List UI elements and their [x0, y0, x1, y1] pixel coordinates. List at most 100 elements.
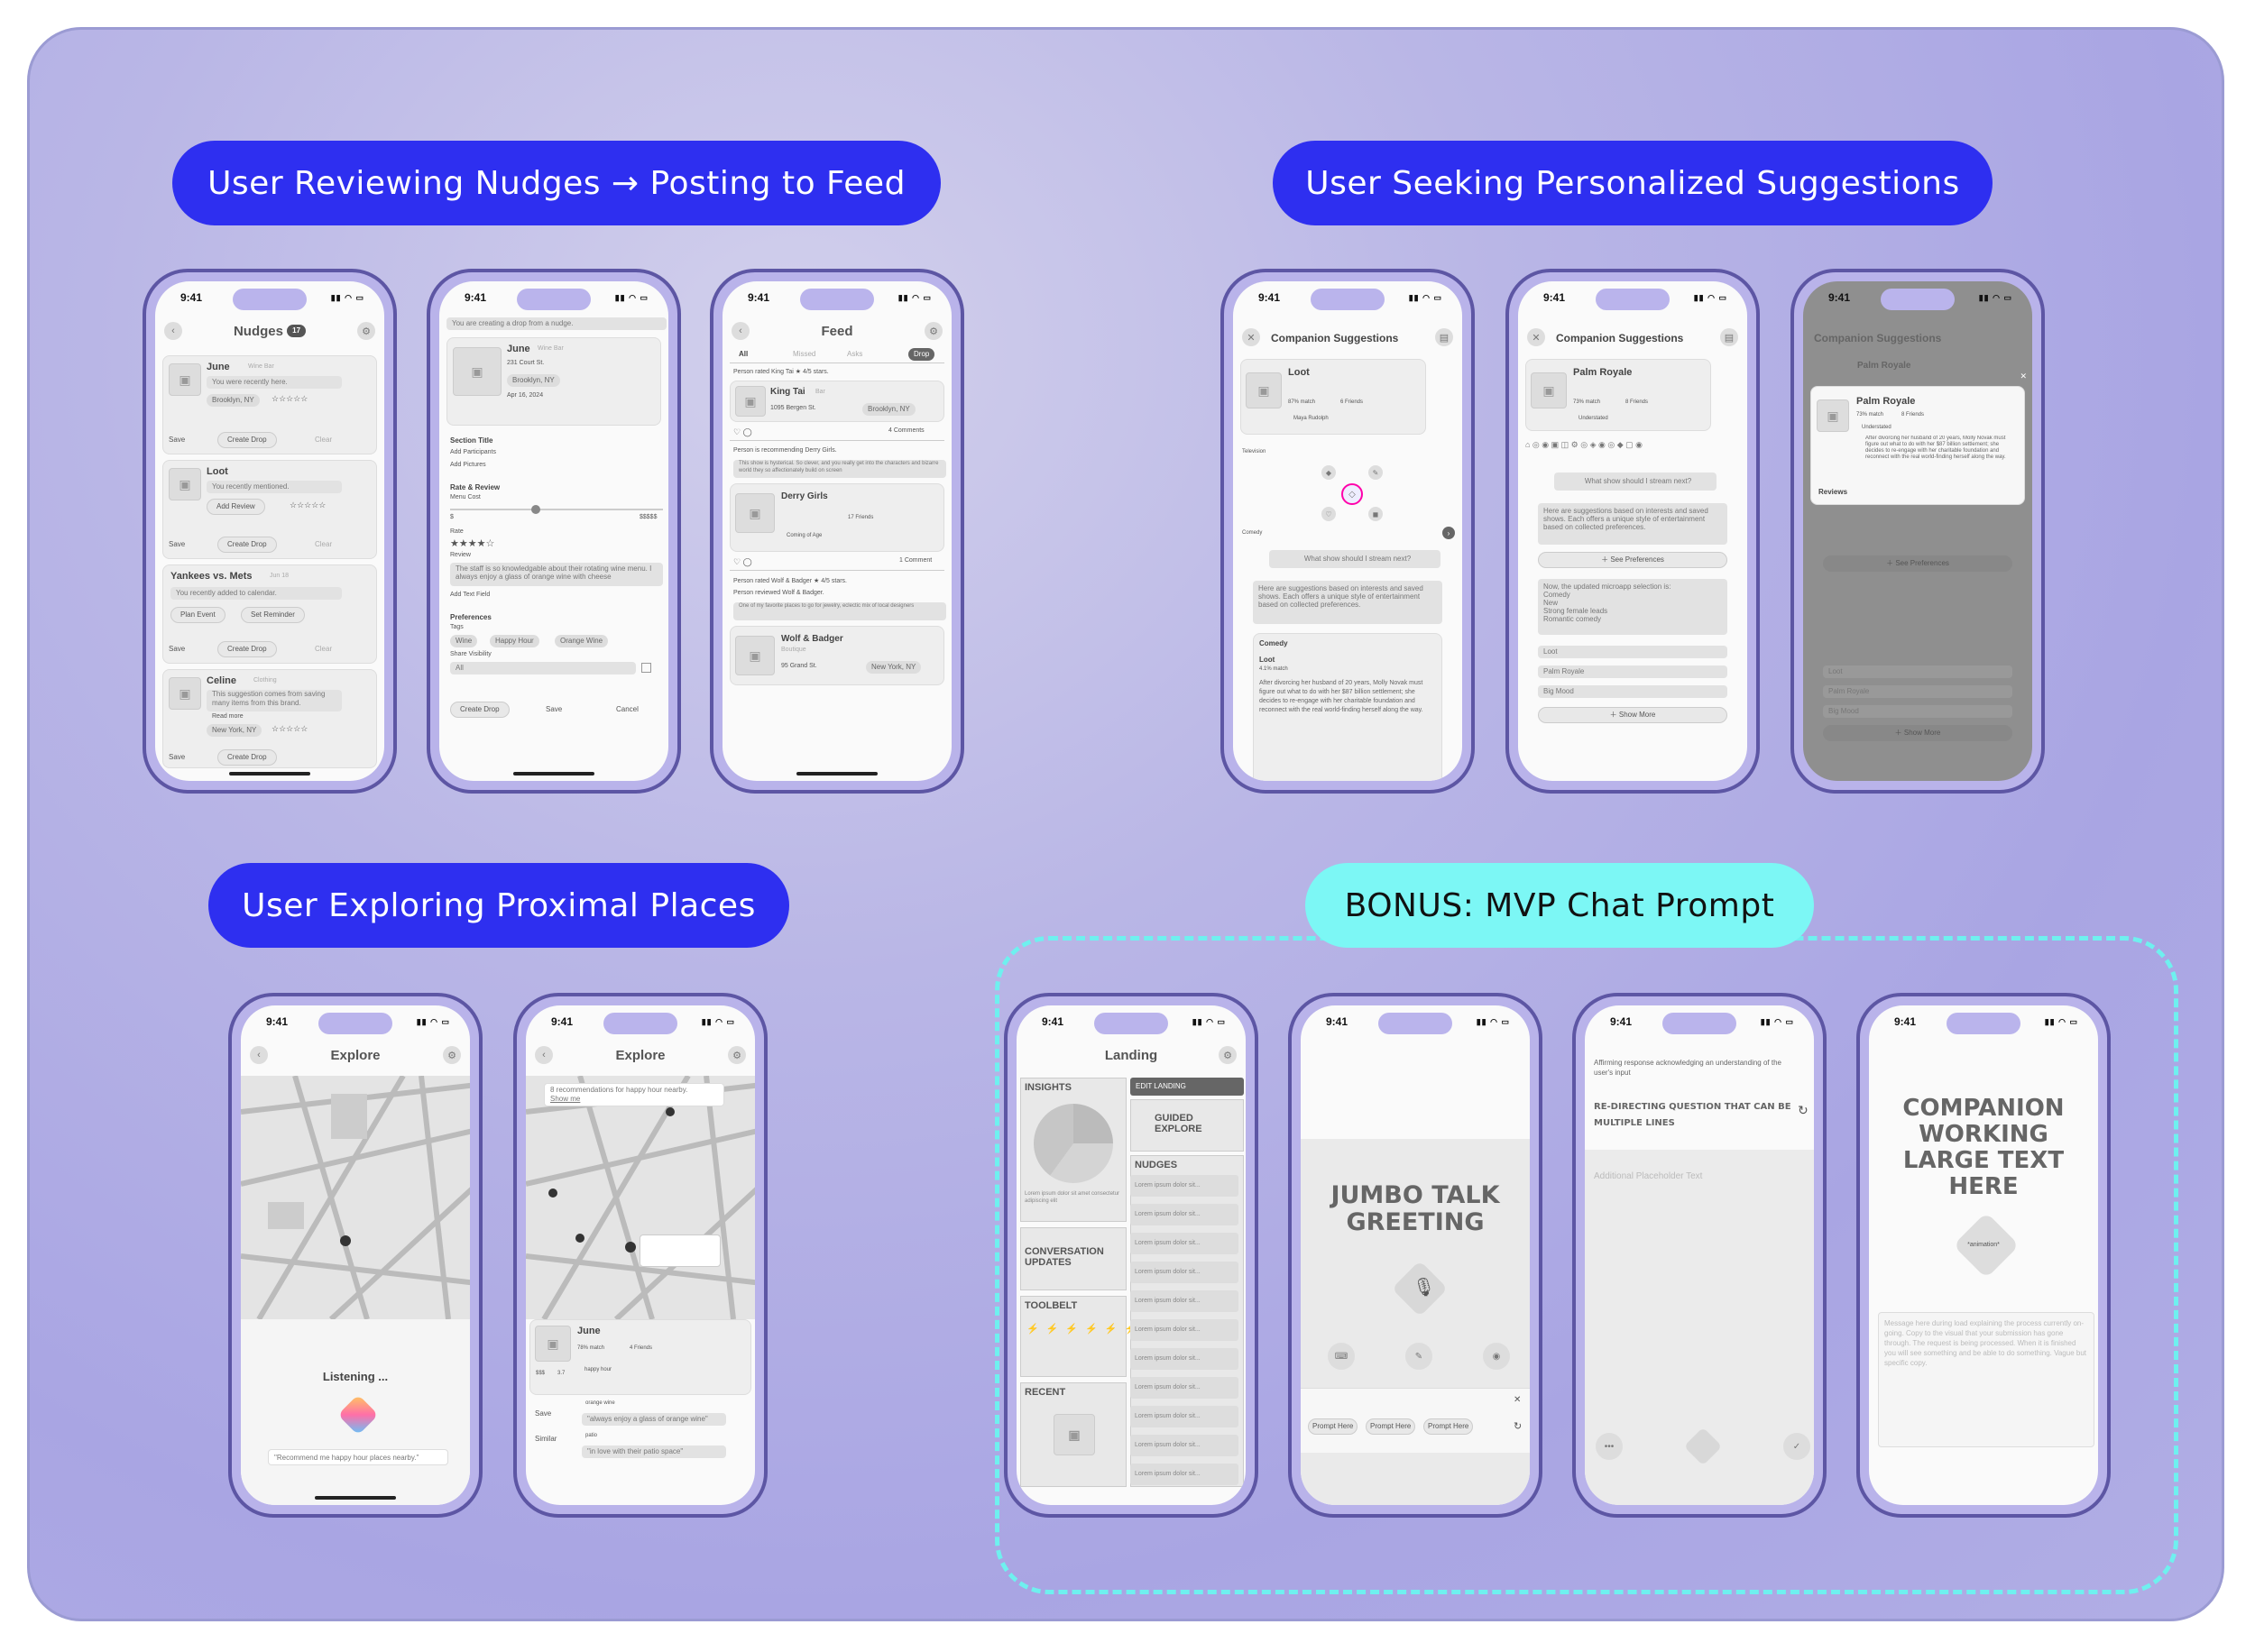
- prompt-chip[interactable]: Prompt Here: [1308, 1418, 1358, 1435]
- slider-handle[interactable]: [531, 505, 540, 514]
- suggestion-card[interactable]: ▣ Palm Royale 73% match 8 Friends Unders…: [1525, 359, 1711, 431]
- result-row[interactable]: Palm Royale: [1538, 665, 1727, 678]
- save-button[interactable]: Save: [169, 753, 186, 761]
- nudge-row[interactable]: Lorem ipsum dolor sit...: [1130, 1319, 1238, 1341]
- suggestion-card[interactable]: ▣ Loot 87% match 6 Friends Maya Rudolph: [1240, 359, 1426, 435]
- close-icon[interactable]: ✕: [1242, 328, 1260, 346]
- map-view[interactable]: [526, 1074, 755, 1322]
- nudge-row[interactable]: Lorem ipsum dolor sit...: [1130, 1435, 1238, 1456]
- guided-explore-tile[interactable]: GUIDED EXPLORE: [1130, 1099, 1244, 1152]
- placeholder-text[interactable]: Additional Placeholder Text: [1594, 1171, 1703, 1181]
- comment-count[interactable]: 1 Comment: [899, 557, 933, 564]
- next-icon[interactable]: ›: [1442, 527, 1455, 539]
- result-row[interactable]: Loot: [1538, 646, 1727, 658]
- see-preferences-button[interactable]: ＋ See Preferences: [1823, 555, 2012, 572]
- nudge-row[interactable]: Lorem ipsum dolor sit...: [1130, 1175, 1238, 1197]
- menu-cost-slider[interactable]: [450, 505, 663, 514]
- rating-stars[interactable]: ☆☆☆☆☆: [272, 394, 308, 403]
- result-row[interactable]: Palm Royale: [1823, 685, 2012, 698]
- back-button[interactable]: ‹: [732, 322, 750, 340]
- note-icon[interactable]: ▤: [1720, 328, 1738, 346]
- refresh-icon[interactable]: ↻: [1798, 1103, 1809, 1117]
- nudge-card[interactable]: ▣ June Wine Bar You were recently here. …: [162, 355, 377, 454]
- reviews-link[interactable]: Reviews: [1818, 488, 1848, 496]
- lightning-icon[interactable]: ⚡⚡⚡⚡⚡⚡⚡⚡: [1026, 1324, 1183, 1335]
- genre-icon[interactable]: ♡: [1321, 507, 1336, 521]
- back-button[interactable]: ‹: [535, 1046, 553, 1064]
- review-field[interactable]: The staff is so knowledgable about their…: [450, 563, 663, 586]
- gear-icon[interactable]: ⚙: [357, 322, 375, 340]
- like-icon[interactable]: ♡ ◯: [733, 557, 752, 566]
- back-button[interactable]: ‹: [250, 1046, 268, 1064]
- feed-card[interactable]: ▣ Wolf & Badger Boutique 95 Grand St. Ne…: [730, 626, 944, 685]
- like-icon[interactable]: ♡ ◯: [733, 427, 752, 436]
- genre-wheel[interactable]: ◇ ◆ ✎ ♡ ◼: [1305, 462, 1395, 525]
- nudge-row[interactable]: Lorem ipsum dolor sit...: [1130, 1464, 1238, 1485]
- prompt-chip[interactable]: Prompt Here: [1423, 1418, 1474, 1435]
- filter-icon[interactable]: ⌂ ◎ ◉ ▣ ◫ ⚙ ◎ ◈ ◉ ◎ ◆ ▢ ◉: [1525, 440, 1643, 449]
- rating-stars[interactable]: ☆☆☆☆☆: [290, 500, 327, 509]
- clear-button[interactable]: Clear: [315, 645, 333, 653]
- recent-tile[interactable]: RECENT ▣: [1020, 1382, 1127, 1487]
- insights-tile[interactable]: INSIGHTS Lorem ipsum dolor sit amet cons…: [1020, 1078, 1127, 1222]
- save-button[interactable]: Save: [535, 1409, 552, 1418]
- rating-stars[interactable]: ★★★★☆: [450, 538, 495, 549]
- nudge-card[interactable]: ▣ Loot You recently mentioned. Add Revie…: [162, 460, 377, 559]
- nudge-row[interactable]: Lorem ipsum dolor sit...: [1130, 1262, 1238, 1283]
- comment-count[interactable]: 4 Comments: [888, 427, 925, 434]
- detail-popup[interactable]: ▣ Palm Royale 73% match 8 Friends Unders…: [1810, 386, 2025, 505]
- nudge-row[interactable]: Lorem ipsum dolor sit...: [1130, 1348, 1238, 1370]
- nudge-row[interactable]: Lorem ipsum dolor sit...: [1130, 1233, 1238, 1254]
- result-row[interactable]: Big Mood: [1538, 685, 1727, 698]
- save-button[interactable]: Save: [546, 705, 563, 713]
- pencil-icon[interactable]: ✎: [1405, 1343, 1432, 1370]
- clear-button[interactable]: Clear: [315, 436, 333, 444]
- prompt-chip[interactable]: Prompt Here: [1366, 1418, 1416, 1435]
- cancel-button[interactable]: Cancel: [616, 705, 639, 713]
- back-button[interactable]: ‹: [164, 322, 182, 340]
- map-popup[interactable]: [640, 1234, 721, 1267]
- see-preferences-button[interactable]: ＋ See Preferences: [1538, 552, 1727, 568]
- edit-landing-button[interactable]: EDIT LANDING: [1130, 1078, 1244, 1096]
- visibility-select[interactable]: All: [450, 662, 636, 675]
- nudge-row[interactable]: Lorem ipsum dolor sit...: [1130, 1406, 1238, 1427]
- create-drop-button[interactable]: Create Drop: [217, 749, 277, 766]
- close-icon[interactable]: ✕: [1514, 1395, 1522, 1405]
- save-button[interactable]: Save: [169, 540, 186, 548]
- set-reminder-button[interactable]: Set Reminder: [241, 607, 305, 623]
- create-drop-button[interactable]: Create Drop: [450, 702, 510, 718]
- check-icon[interactable]: ✓: [1783, 1433, 1810, 1460]
- genre-icon[interactable]: ✎: [1368, 465, 1383, 480]
- more-icon[interactable]: •••: [1596, 1433, 1623, 1460]
- nudge-row[interactable]: Lorem ipsum dolor sit...: [1130, 1204, 1238, 1225]
- filter-icon-row[interactable]: ⌂ ◎ ◉ ▣ ◫ ⚙ ◎ ◈ ◉ ◎ ◆ ▢ ◉: [1525, 440, 1740, 454]
- show-more-button[interactable]: ＋ Show More: [1538, 707, 1727, 723]
- add-review-button[interactable]: Add Review: [207, 499, 265, 515]
- close-icon[interactable]: ✕: [1527, 328, 1545, 346]
- note-icon[interactable]: ▤: [1435, 328, 1453, 346]
- conversation-updates-tile[interactable]: CONVERSATION UPDATES: [1020, 1227, 1127, 1290]
- save-button[interactable]: Save: [169, 645, 186, 653]
- create-drop-button[interactable]: Create Drop: [217, 641, 277, 657]
- add-pictures-button[interactable]: Add Pictures: [450, 462, 486, 468]
- toolbelt-tile[interactable]: TOOLBELT ⚡⚡⚡⚡⚡⚡⚡⚡: [1020, 1296, 1183, 1377]
- tag-chip[interactable]: Wine: [450, 635, 478, 647]
- genre-icon[interactable]: ◇: [1341, 483, 1363, 505]
- feed-card[interactable]: ▣ King Tai Bar 1095 Bergen St. Brooklyn,…: [730, 381, 944, 422]
- place-card[interactable]: ▣ June 78% match 4 Friends $$$ 3.7 happy…: [529, 1319, 751, 1395]
- gear-icon[interactable]: ⚙: [728, 1046, 746, 1064]
- tag-chip[interactable]: Orange Wine: [555, 635, 609, 647]
- keyboard-icon[interactable]: ⌨: [1328, 1343, 1355, 1370]
- clear-button[interactable]: Clear: [315, 540, 333, 548]
- show-me-link[interactable]: Show me: [550, 1095, 581, 1103]
- genre-icon[interactable]: ◼: [1368, 507, 1383, 521]
- gear-icon[interactable]: ⚙: [925, 322, 943, 340]
- close-icon[interactable]: ✕: [2020, 372, 2027, 381]
- refresh-icon[interactable]: ↻: [1514, 1421, 1523, 1432]
- create-drop-button[interactable]: Create Drop: [217, 537, 277, 553]
- tab-all[interactable]: All: [739, 350, 749, 358]
- show-more-button[interactable]: ＋ Show More: [1823, 725, 2012, 741]
- plan-event-button[interactable]: Plan Event: [170, 607, 226, 623]
- nudge-card[interactable]: ▣ Celine Clothing This suggestion comes …: [162, 669, 377, 768]
- camera-icon[interactable]: ◉: [1483, 1343, 1510, 1370]
